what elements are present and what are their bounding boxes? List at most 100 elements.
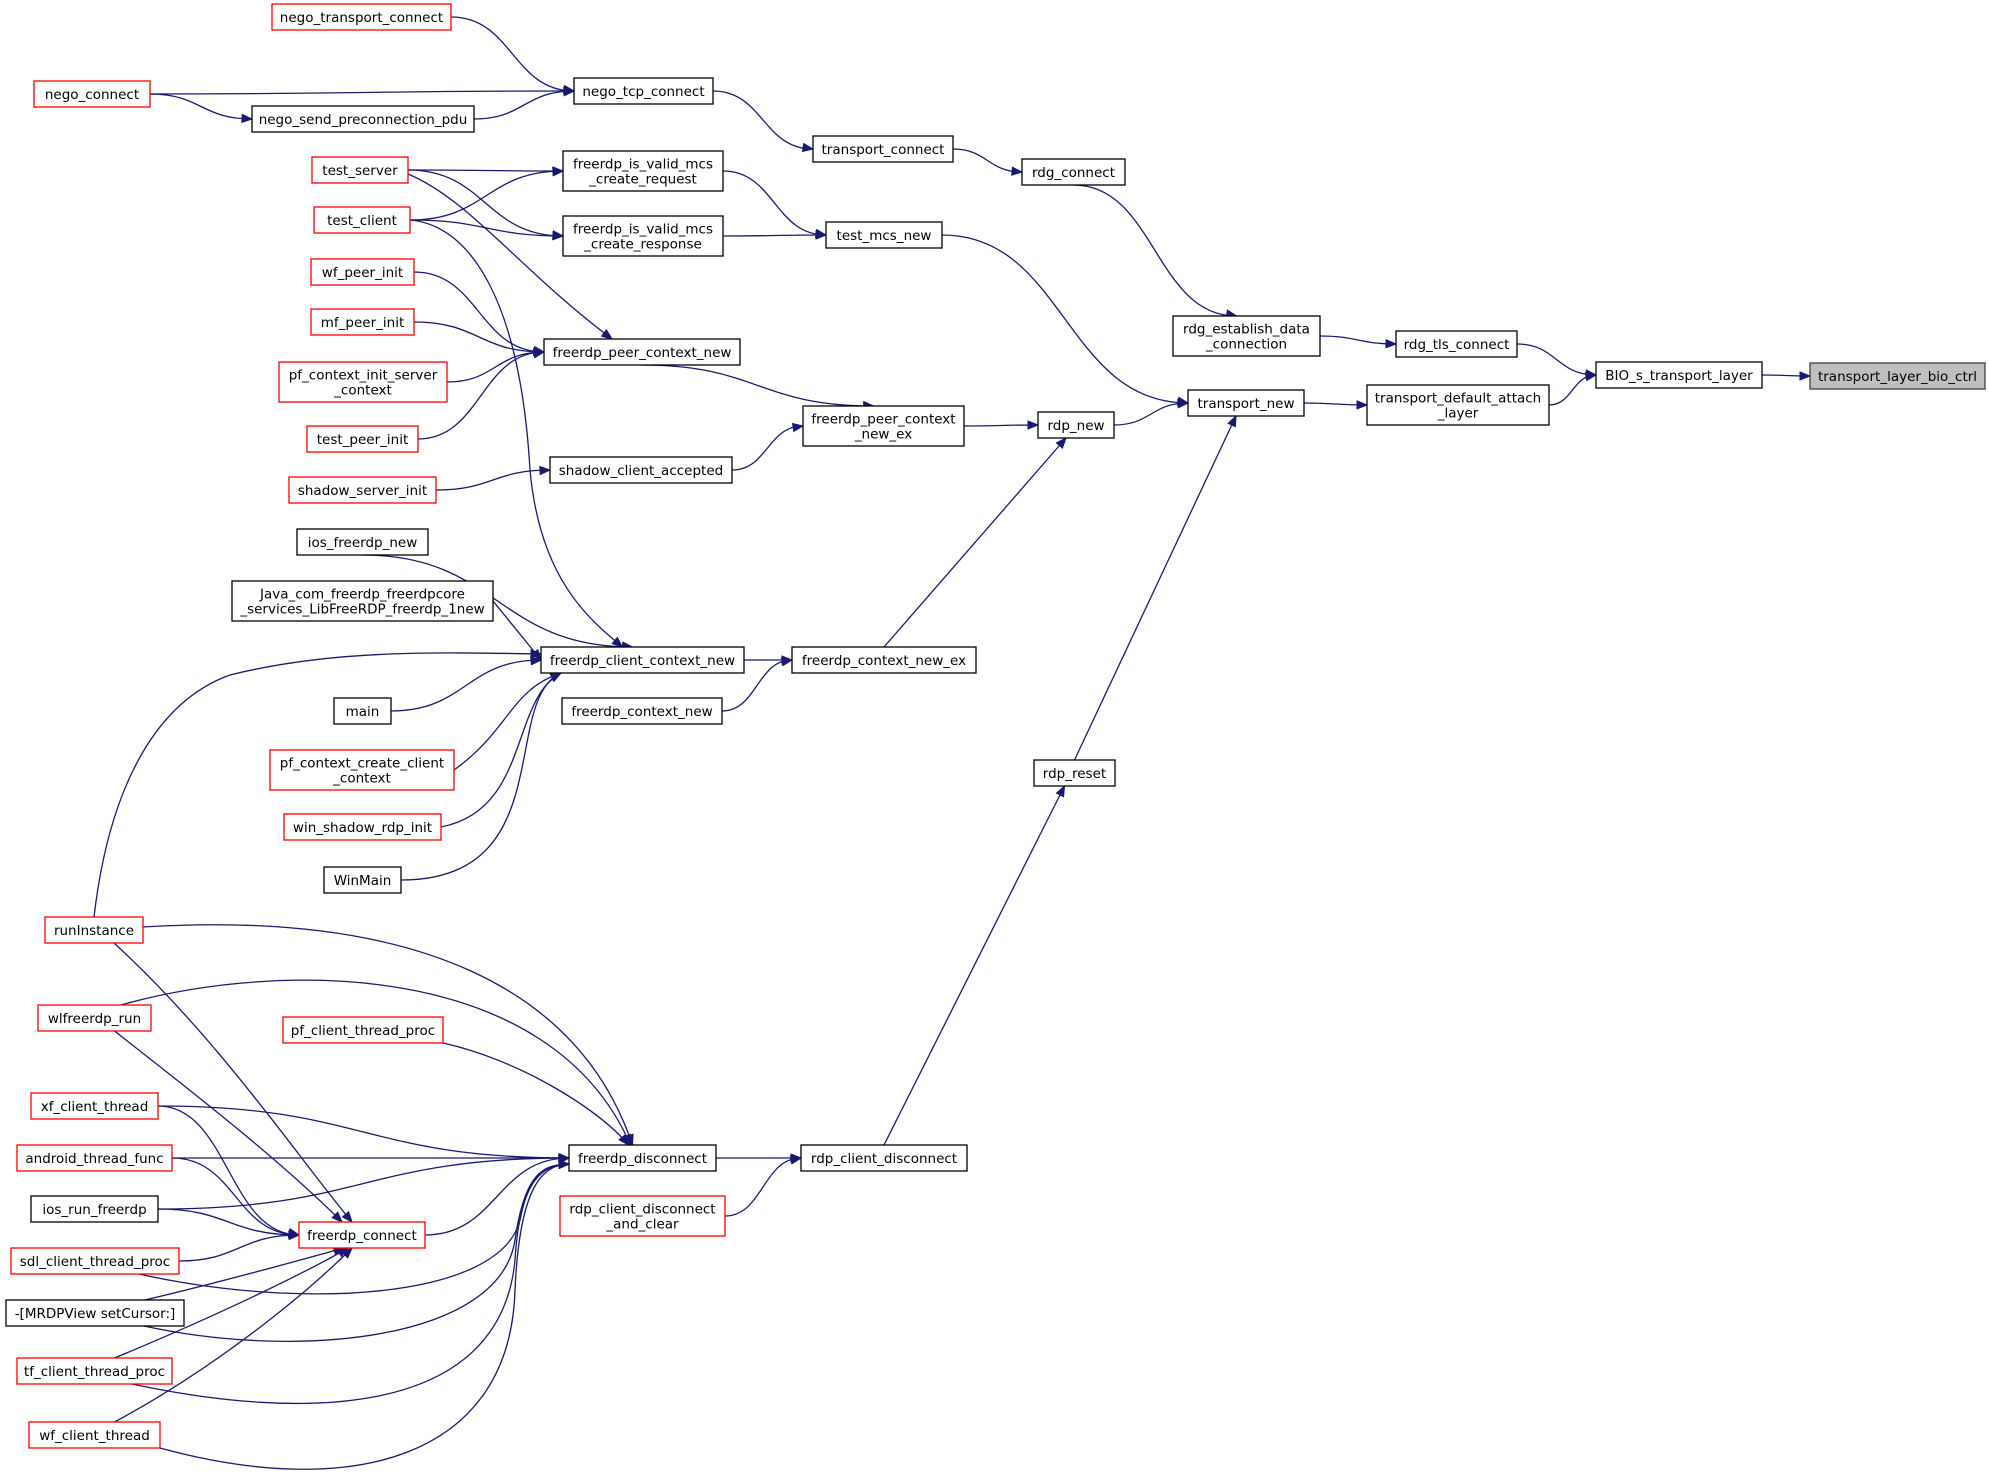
node-WinMain[interactable]: WinMain xyxy=(323,866,402,894)
node-nego_transport_connect[interactable]: nego_transport_connect xyxy=(271,3,452,31)
edge-arrowhead xyxy=(1055,784,1066,798)
edge-sdl_client_thread_proc-to-freerdp_connect xyxy=(178,1230,301,1262)
edge-arrowhead xyxy=(1055,436,1067,450)
node-label: nego_transport_connect xyxy=(280,10,443,26)
node-freerdp_context_new[interactable]: freerdp_context_new xyxy=(561,697,723,725)
edge-line xyxy=(159,1163,570,1470)
edge-line xyxy=(941,234,1189,404)
node-ios_run_freerdp[interactable]: ios_run_freerdp xyxy=(30,1195,159,1223)
node-pf_context_create_client_context[interactable]: pf_context_create_client_context xyxy=(269,749,455,791)
edge-line xyxy=(157,1105,300,1236)
node-nego_connect[interactable]: nego_connect xyxy=(33,80,151,108)
edge-line xyxy=(407,173,613,340)
node-box xyxy=(306,425,419,453)
node-box xyxy=(1366,384,1550,426)
edge-rdp_client_disconnect_and_clear-to-rdp_client_disconnect xyxy=(724,1155,803,1217)
node-box xyxy=(16,1144,173,1172)
node-box xyxy=(44,916,144,944)
node-freerdp_is_valid_mcs_create_response[interactable]: freerdp_is_valid_mcs_create_response xyxy=(562,215,724,257)
node-rdg_establish_data_connection[interactable]: rdg_establish_data_connection xyxy=(1172,315,1321,357)
edge-test_peer_init-to-freerdp_peer_context_new xyxy=(417,349,546,440)
node-box xyxy=(333,697,392,725)
edge-arrowhead xyxy=(563,87,576,97)
edge-arrowhead xyxy=(1177,399,1190,409)
node-rdg_tls_connect[interactable]: rdg_tls_connect xyxy=(1395,330,1518,358)
node-freerdp_connect[interactable]: freerdp_connect xyxy=(298,1221,426,1249)
node-freerdp_peer_context_new_ex[interactable]: freerdp_peer_context_new_ex xyxy=(802,405,965,447)
node-android_thread_func[interactable]: android_thread_func xyxy=(16,1144,173,1172)
node-label: _create_response xyxy=(583,237,702,253)
node-pf_client_thread_proc[interactable]: pf_client_thread_proc xyxy=(282,1016,444,1044)
node-sdl_client_thread_proc[interactable]: sdl_client_thread_proc xyxy=(10,1247,180,1275)
node-box xyxy=(1187,389,1305,417)
node-box xyxy=(1172,315,1321,357)
edge-android_thread_func-to-freerdp_connect xyxy=(171,1157,301,1239)
node-nego_tcp_connect[interactable]: nego_tcp_connect xyxy=(573,77,714,105)
edge-line xyxy=(417,351,545,440)
edge-arrowhead xyxy=(241,113,254,124)
edge-arrowhead xyxy=(789,1155,803,1165)
node-ios_freerdp_new[interactable]: ios_freerdp_new xyxy=(296,528,429,556)
node-label: pf_context_create_client xyxy=(280,756,444,772)
node-rdp_new[interactable]: rdp_new xyxy=(1037,411,1115,439)
edge-arrowhead xyxy=(1584,371,1598,382)
edge-line xyxy=(409,170,564,221)
edge-shadow_server_init-to-shadow_client_accepted xyxy=(435,465,552,491)
edge-arrowhead xyxy=(1799,371,1812,381)
node-rdg_connect[interactable]: rdg_connect xyxy=(1021,158,1126,186)
node-transport_new[interactable]: transport_new xyxy=(1187,389,1305,417)
node-box xyxy=(562,150,724,192)
node-shadow_client_accepted[interactable]: shadow_client_accepted xyxy=(549,456,733,484)
node-box xyxy=(549,456,733,484)
node-transport_connect[interactable]: transport_connect xyxy=(812,135,954,163)
node-tf_client_thread_proc[interactable]: tf_client_thread_proc xyxy=(16,1357,173,1385)
edge-freerdp_peer_context_new-to-freerdp_peer_context_new_ex xyxy=(641,364,875,411)
node-box xyxy=(298,1221,426,1249)
edge-freerdp_peer_context_new_ex-to-rdp_new xyxy=(963,420,1040,430)
node-Java_com_freerdp[interactable]: Java_com_freerdp_freerdpcore_services_Li… xyxy=(231,580,494,622)
node-box xyxy=(311,156,409,184)
node-xf_client_thread[interactable]: xf_client_thread xyxy=(30,1092,159,1120)
node-label: nego_send_preconnection_pdu xyxy=(259,112,468,128)
node-transport_default_attach_layer[interactable]: transport_default_attach_layer xyxy=(1366,384,1550,426)
node-test_peer_init[interactable]: test_peer_init xyxy=(306,425,419,453)
node-transport_layer_bio_ctrl[interactable]: transport_layer_bio_ctrl xyxy=(1809,362,1986,390)
node-freerdp_is_valid_mcs_create_request[interactable]: freerdp_is_valid_mcs_create_request xyxy=(562,150,724,192)
node-pf_context_init_server_context[interactable]: pf_context_init_server_context xyxy=(278,361,448,403)
node-rdp_reset[interactable]: rdp_reset xyxy=(1033,759,1116,787)
node-freerdp_client_context_new[interactable]: freerdp_client_context_new xyxy=(540,646,745,674)
edge-line xyxy=(722,234,827,237)
node-freerdp_context_new_ex[interactable]: freerdp_context_new_ex xyxy=(791,646,977,674)
node-rdp_client_disconnect_and_clear[interactable]: rdp_client_disconnect_and_clear xyxy=(559,1195,726,1237)
node-label: transport_default_attach xyxy=(1375,391,1542,407)
node-win_shadow_rdp_init[interactable]: win_shadow_rdp_init xyxy=(283,813,442,841)
node-label: _context xyxy=(332,771,391,787)
node-wlfreerdp_run[interactable]: wlfreerdp_run xyxy=(37,1004,152,1032)
node-freerdp_peer_context_new[interactable]: freerdp_peer_context_new xyxy=(543,338,741,366)
edge-line xyxy=(731,425,804,471)
node-rdp_client_disconnect[interactable]: rdp_client_disconnect xyxy=(800,1144,968,1172)
node-BIO_s_transport_layer[interactable]: BIO_s_transport_layer xyxy=(1595,361,1763,389)
node-shadow_server_init[interactable]: shadow_server_init xyxy=(288,476,437,504)
node-main[interactable]: main xyxy=(333,697,392,725)
node-test_client[interactable]: test_client xyxy=(313,206,411,234)
edge-test_server-to-freerdp_peer_context_new xyxy=(407,173,614,340)
node-mf_peer_init[interactable]: mf_peer_init xyxy=(310,308,415,336)
node-box xyxy=(278,361,448,403)
node-runInstance[interactable]: runInstance xyxy=(44,916,144,944)
edge-freerdp_is_valid_mcs_create_response-to-test_mcs_new xyxy=(722,230,828,240)
edge-line xyxy=(883,437,1067,648)
node-test_server[interactable]: test_server xyxy=(311,156,409,184)
edge-rdp_client_disconnect-to-rdp_reset xyxy=(883,784,1066,1146)
node-freerdp_disconnect[interactable]: freerdp_disconnect xyxy=(568,1144,717,1172)
edge-rdg_establish_data_connection-to-rdg_tls_connect xyxy=(1319,335,1398,349)
node-label: runInstance xyxy=(54,923,134,939)
node-MRDPView_setCursor[interactable]: -[MRDPView setCursor:] xyxy=(5,1299,185,1327)
node-nego_send_preconnection_pdu[interactable]: nego_send_preconnection_pdu xyxy=(251,105,475,133)
node-test_mcs_new[interactable]: test_mcs_new xyxy=(825,221,943,249)
node-wf_peer_init[interactable]: wf_peer_init xyxy=(310,258,415,286)
node-box xyxy=(1021,158,1126,186)
node-box xyxy=(1037,411,1115,439)
node-wf_client_thread[interactable]: wf_client_thread xyxy=(28,1421,161,1449)
